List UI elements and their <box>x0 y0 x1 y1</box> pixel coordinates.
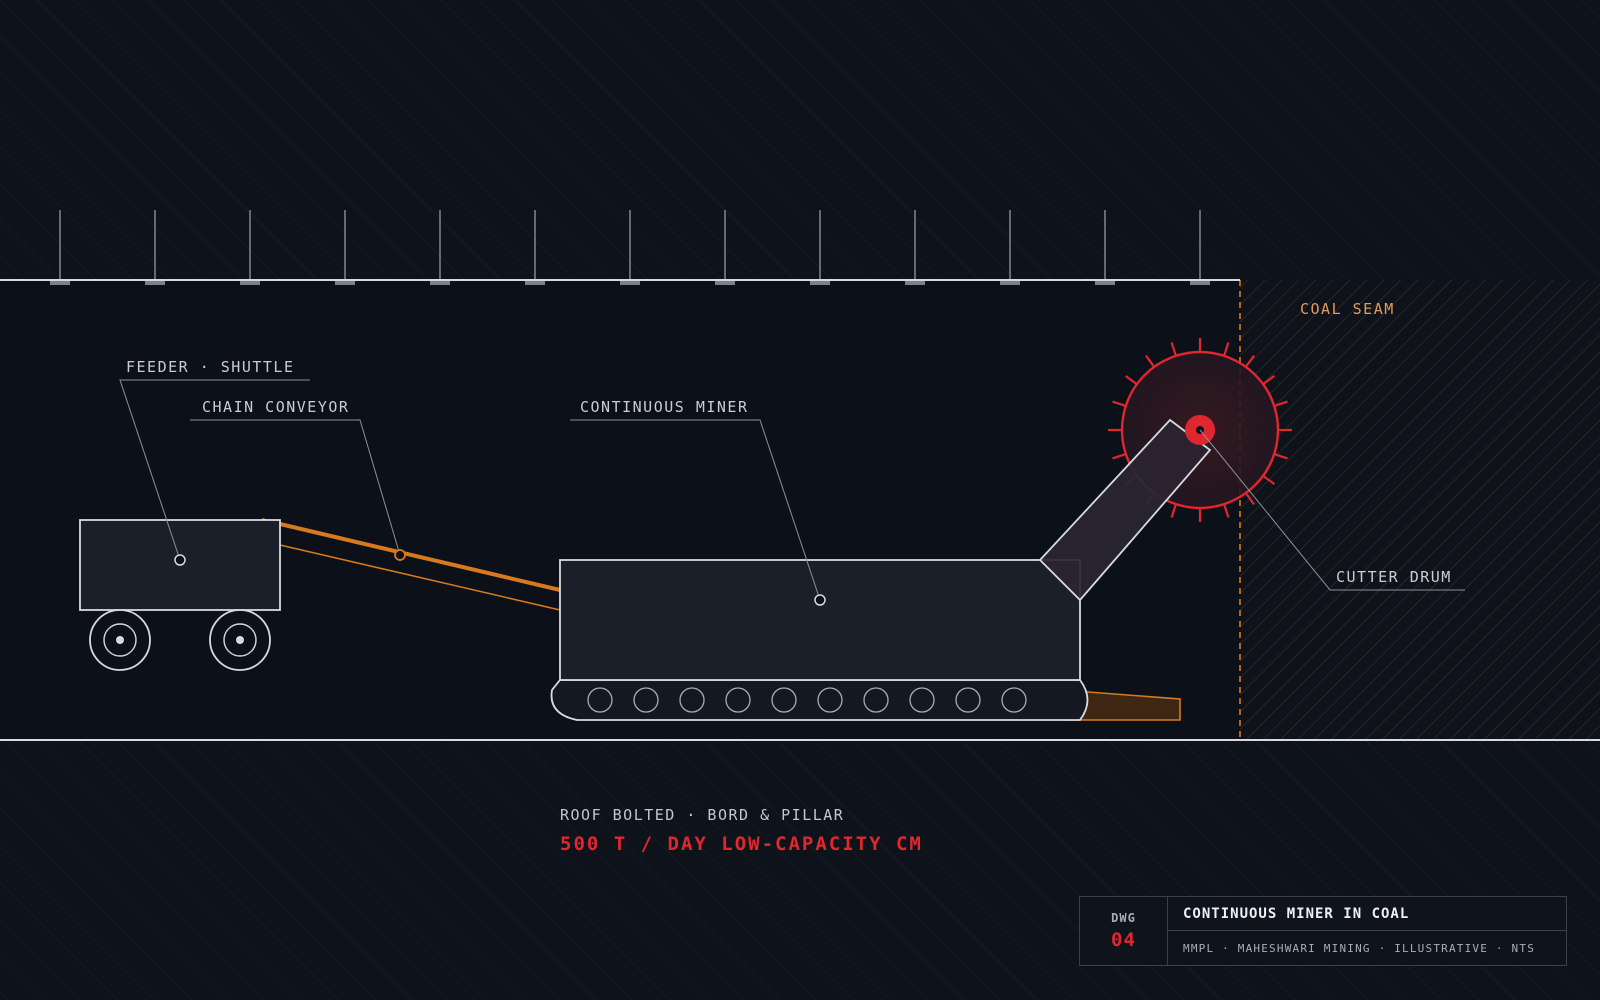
cutter-boom <box>1038 418 1212 602</box>
track-roller <box>863 687 889 713</box>
drum-pick <box>1223 503 1230 518</box>
roof-bolt-plate <box>240 280 260 285</box>
shuttle-wheel-right <box>209 609 271 671</box>
track-roller <box>679 687 705 713</box>
roof-bolt <box>50 210 70 285</box>
roof-bolt <box>1095 210 1115 285</box>
label-coal-seam: COAL SEAM <box>1300 300 1395 318</box>
drum-pick <box>1112 400 1127 407</box>
drum-picks <box>1108 338 1292 522</box>
drum-pick <box>1170 503 1177 518</box>
label-cutter-drum: CUTTER DRUM <box>1336 568 1452 586</box>
drum-pick <box>1124 375 1138 386</box>
leader-conveyor <box>190 419 401 556</box>
roof-strata <box>0 0 1600 280</box>
roof-bolt-plate <box>620 280 640 285</box>
drawing-title: CONTINUOUS MINER IN COAL <box>1168 897 1566 931</box>
roof-bolt-plate <box>145 280 165 285</box>
drum-pick <box>1244 492 1255 506</box>
roof-bolt-plate <box>715 280 735 285</box>
label-continuous-miner: CONTINUOUS MINER <box>580 398 749 416</box>
miner-anchor <box>814 594 826 606</box>
drum-pick <box>1262 474 1276 485</box>
drum-pick <box>1112 453 1127 460</box>
roof-bolt-plate <box>1190 280 1210 285</box>
roof-bolt-plate <box>50 280 70 285</box>
label-chain-conveyor: CHAIN CONVEYOR <box>202 398 349 416</box>
roof-bolt-plate <box>430 280 450 285</box>
footer-headline: 500 T / DAY LOW-CAPACITY CM <box>560 833 923 855</box>
drum-pick <box>1145 354 1156 368</box>
roof-bolt-plate <box>1095 280 1115 285</box>
roof-bolt <box>810 210 830 285</box>
drawing-number-cell: DWG 04 <box>1080 897 1168 965</box>
leader-drum <box>1199 429 1465 591</box>
roof-bolt <box>240 210 260 285</box>
track-roller <box>725 687 751 713</box>
roof-bolt <box>715 210 735 285</box>
track-roller <box>955 687 981 713</box>
conveyor-top-belt <box>279 522 561 592</box>
leader-lines <box>119 379 1465 601</box>
dwg-label: DWG <box>1111 911 1136 925</box>
roof-bolt <box>620 210 640 285</box>
roof-bolt-plate <box>335 280 355 285</box>
roof-bolt <box>1190 210 1210 285</box>
track-rollers <box>587 687 1027 713</box>
roof-bolt <box>525 210 545 285</box>
track-roller <box>1001 687 1027 713</box>
roof-bolts <box>50 210 1210 285</box>
label-feeder-shuttle: FEEDER · SHUTTLE <box>126 358 295 376</box>
title-cells: CONTINUOUS MINER IN COAL MMPL · MAHESHWA… <box>1168 897 1566 965</box>
dwg-number: 04 <box>1111 929 1136 951</box>
roof-bolt-plate <box>1000 280 1020 285</box>
track-roller <box>633 687 659 713</box>
track-roller <box>909 687 935 713</box>
footer-subtitle: ROOF BOLTED · BORD & PILLAR <box>560 806 844 824</box>
track-roller <box>771 687 797 713</box>
roof-bolt-plate <box>810 280 830 285</box>
coal-seam <box>1240 280 1600 740</box>
shuttle-wheel-left <box>89 609 151 671</box>
roof-bolt <box>335 210 355 285</box>
drum-pick <box>1273 400 1288 407</box>
drum-pick <box>1223 342 1230 357</box>
roof-bolt <box>1000 210 1020 285</box>
title-block: DWG 04 CONTINUOUS MINER IN COAL MMPL · M… <box>1079 896 1567 966</box>
roof-bolt-plate <box>525 280 545 285</box>
track-roller <box>817 687 843 713</box>
feeder-anchor <box>174 554 186 566</box>
continuous-miner <box>550 559 1181 721</box>
drum-pick <box>1262 375 1276 386</box>
drum-pick <box>1170 342 1177 357</box>
roof-bolt <box>430 210 450 285</box>
roof-bolt <box>905 210 925 285</box>
roof-bolt <box>145 210 165 285</box>
leader-feeder <box>119 379 310 561</box>
drum-pick <box>1244 354 1255 368</box>
drawing-subtitle: MMPL · MAHESHWARI MINING · ILLUSTRATIVE … <box>1183 941 1536 955</box>
drum-pick <box>1273 453 1288 460</box>
conveyor-bottom-belt <box>279 544 561 611</box>
leader-miner <box>570 419 821 601</box>
track-roller <box>587 687 613 713</box>
miner-track <box>550 679 1089 721</box>
conveyor-anchor <box>394 549 406 561</box>
roof-bolt-plate <box>905 280 925 285</box>
miner-body <box>559 559 1081 681</box>
